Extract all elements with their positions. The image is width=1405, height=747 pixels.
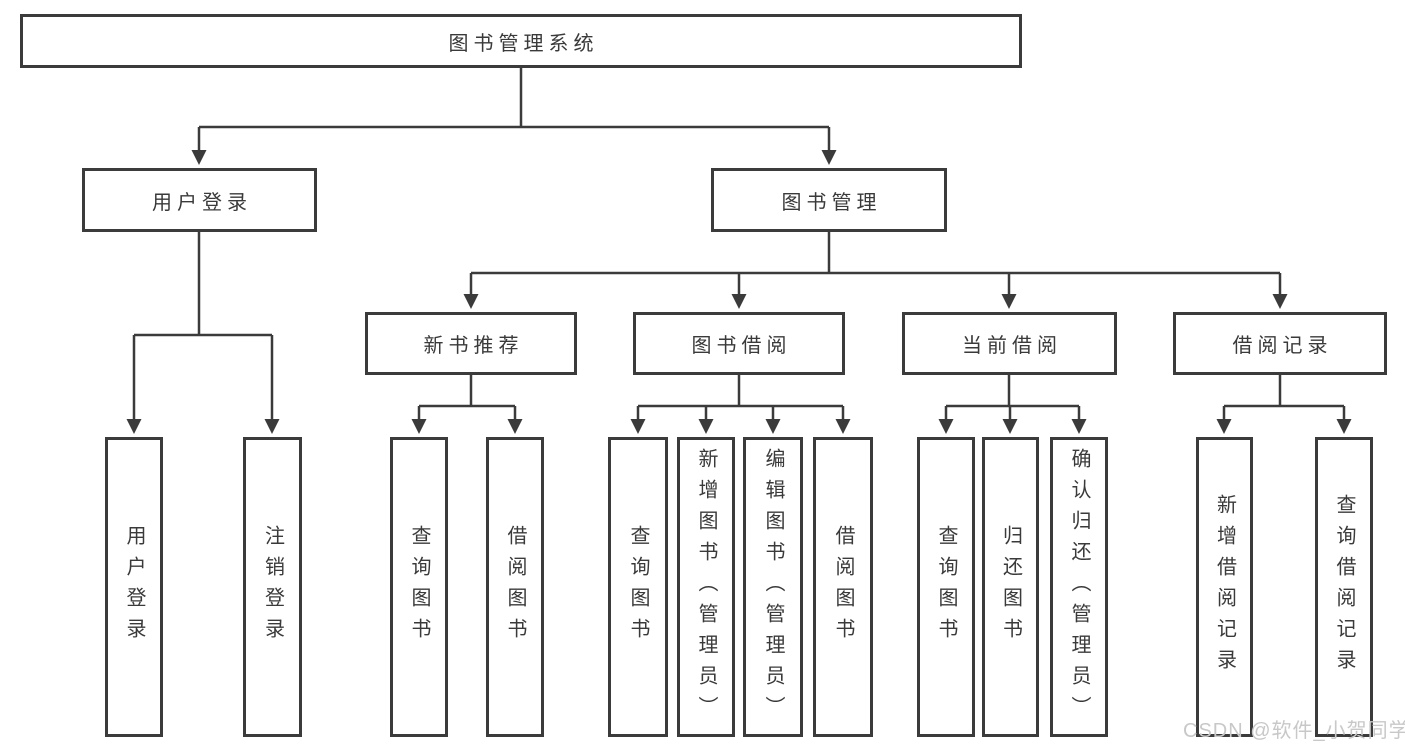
leaf-current-confirm-return-admin: 确认归还（管理员）	[1050, 437, 1108, 737]
leaf-borrow-edit-book-admin: 编辑图书（管理员）	[743, 437, 803, 737]
node-new-book-recommend: 新书推荐	[365, 312, 577, 375]
node-book-borrow: 图书借阅	[633, 312, 845, 375]
leaf-borrow-borrow-book: 借阅图书	[813, 437, 873, 737]
leaf-record-query-borrow-record: 查询借阅记录	[1315, 437, 1373, 737]
leaf-record-add-borrow-record: 新增借阅记录	[1196, 437, 1253, 737]
node-user-login: 用户登录	[82, 168, 317, 232]
node-borrow-record: 借阅记录	[1173, 312, 1387, 375]
leaf-borrow-query-book: 查询图书	[608, 437, 668, 737]
leaf-current-query-book: 查询图书	[917, 437, 975, 737]
node-book-management: 图书管理	[711, 168, 947, 232]
leaf-newrec-borrow-book: 借阅图书	[486, 437, 544, 737]
csdn-watermark: CSDN @软件_小贺同学	[1183, 720, 1405, 742]
leaf-logout-login: 注销登录	[243, 437, 302, 737]
node-current-borrow: 当前借阅	[902, 312, 1117, 375]
leaf-newrec-query-book: 查询图书	[390, 437, 448, 737]
leaf-user-login: 用户登录	[105, 437, 163, 737]
node-root: 图书管理系统	[20, 14, 1022, 68]
leaf-borrow-add-book-admin: 新增图书（管理员）	[677, 437, 735, 737]
leaf-current-return-book: 归还图书	[982, 437, 1039, 737]
